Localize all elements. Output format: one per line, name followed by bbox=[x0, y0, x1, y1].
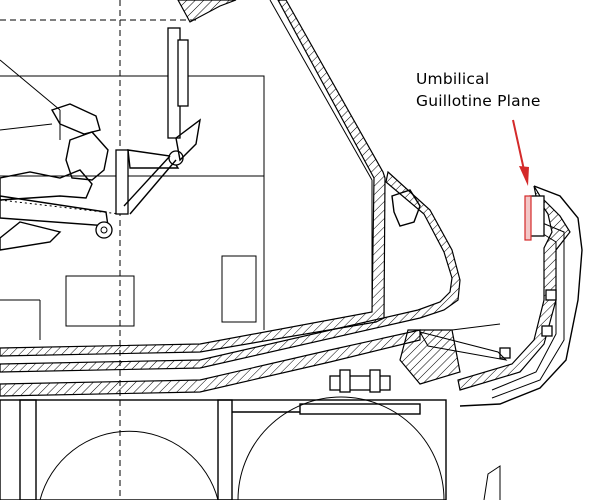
actuator-clevis bbox=[175, 118, 201, 162]
umbilical-fairing-outer bbox=[457, 185, 571, 391]
panel-box-left bbox=[65, 275, 135, 327]
cable-clamp-3 bbox=[499, 347, 511, 359]
upper-rail bbox=[299, 403, 421, 415]
diagonal-link-2 bbox=[123, 155, 171, 207]
fitting-tab-1 bbox=[339, 369, 351, 393]
tank-left bbox=[39, 430, 219, 500]
hinge-arm bbox=[418, 331, 508, 361]
wall-bracket bbox=[391, 189, 421, 227]
fairing-link bbox=[451, 323, 501, 331]
cabin-outline bbox=[0, 75, 265, 330]
cable-clamp-1 bbox=[545, 289, 557, 301]
seat-strut bbox=[0, 195, 109, 227]
linkage-body bbox=[65, 131, 109, 181]
hinge-wedge bbox=[399, 329, 461, 385]
heat-shield-band bbox=[0, 170, 461, 373]
callout-arrow-head bbox=[519, 166, 529, 186]
seat-body bbox=[0, 169, 93, 201]
head-linkage bbox=[50, 103, 101, 135]
top-hatch-fragment bbox=[177, 0, 237, 23]
vertical-link bbox=[115, 149, 129, 215]
outer-cone-wall bbox=[0, 0, 386, 357]
horizontal-arm bbox=[127, 149, 180, 169]
lower-strut-left bbox=[0, 221, 62, 251]
callout-arrow-shaft bbox=[512, 119, 525, 171]
cable-clamp-2 bbox=[541, 325, 553, 337]
callout-line-2: Guillotine Plane bbox=[416, 92, 541, 110]
fairing-fragment bbox=[483, 465, 501, 500]
service-module-post bbox=[19, 399, 37, 500]
inner-wall-line bbox=[269, 0, 373, 181]
umbilical-guillotine-plane-label: Umbilical Guillotine Plane bbox=[416, 68, 576, 112]
guide-line-2 bbox=[0, 123, 53, 131]
fitting-tab-2 bbox=[369, 369, 381, 393]
pivot-joint-lower-pin bbox=[100, 226, 108, 234]
callout-line-1: Umbilical bbox=[416, 70, 490, 88]
pivot-joint-upper bbox=[168, 150, 184, 166]
umbilical-connector-block bbox=[529, 195, 545, 237]
umbilical-fairing-shell bbox=[459, 185, 583, 407]
service-module-frame bbox=[0, 399, 447, 500]
guide-line bbox=[0, 59, 61, 111]
pivot-joint-lower bbox=[95, 221, 113, 239]
diagonal-link bbox=[129, 159, 177, 215]
service-module-divider bbox=[217, 399, 233, 500]
fitting-block bbox=[329, 375, 391, 391]
guillotine-plane-marker bbox=[524, 195, 532, 241]
umbilical-cable-2 bbox=[491, 231, 557, 391]
umbilical-cable-1 bbox=[491, 221, 565, 399]
panel-box-right bbox=[221, 255, 257, 323]
tank-right bbox=[237, 396, 445, 500]
actuator-sleeve bbox=[177, 39, 189, 107]
